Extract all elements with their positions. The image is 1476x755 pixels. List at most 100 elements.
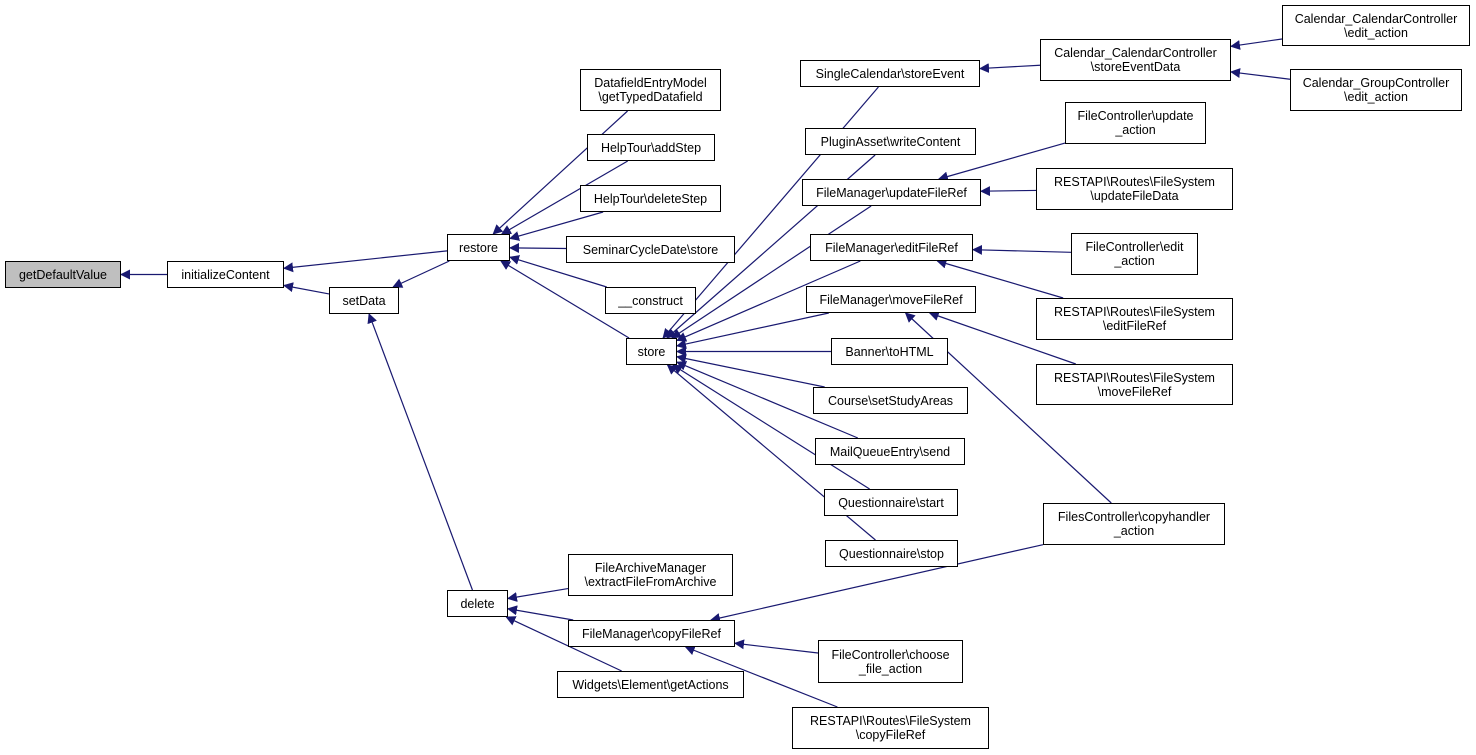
node-questionnaire-start[interactable]: Questionnaire\start [824,489,958,516]
node-construct[interactable]: __construct [605,287,696,314]
edge-fmUpdate-to-store [671,205,872,339]
node-label-line: _action [1114,254,1155,268]
edge-filesCopy-to-fmCopy [710,544,1044,623]
node-datafieldentrymodel-gettypeddatafield[interactable]: DatafieldEntryModel\getTypedDatafield [580,69,721,111]
node-questionnaire-stop[interactable]: Questionnaire\stop [825,540,958,567]
node-helptour-addstep[interactable]: HelpTour\addStep [587,134,715,161]
edge-setData-to-initializeContent [283,282,330,295]
node-mailqueueentry-send[interactable]: MailQueueEntry\send [815,438,965,465]
node-label-line: \extractFileFromArchive [584,575,717,589]
edge-widgetsActions-to-delete [505,616,622,672]
node-label-line: HelpTour\addStep [600,140,702,155]
node-label-line: FileController\update [1077,109,1194,123]
node-store[interactable]: store [626,338,677,365]
edge-fmMove-to-store [676,312,829,349]
node-setdata[interactable]: setData [329,287,399,314]
node-widgets-element-getactions[interactable]: Widgets\Element\getActions [557,671,744,698]
node-label-line: \edit_action [1344,90,1408,104]
node-label-line: SeminarCycleDate\store [582,242,719,257]
node-restapi-filesystem-updatefiledata[interactable]: RESTAPI\Routes\FileSystem\updateFileData [1036,168,1233,210]
node-label-line: Questionnaire\start [838,495,944,510]
node-label-line: PluginAsset\writeContent [820,134,961,149]
node-label-line: getDefaultValue [18,267,108,282]
node-filescontroller-copyhandler-action[interactable]: FilesController\copyhandler_action [1043,503,1225,545]
node-label-line: \updateFileData [1090,189,1179,203]
edge-fmEdit-to-store [676,260,861,342]
node-filemanager-movefileref[interactable]: FileManager\moveFileRef [806,286,976,313]
node-label-line: FileController\choose [831,647,950,662]
node-calendar-calendarcontroller-edit-action[interactable]: Calendar_CalendarController\edit_action [1282,5,1470,46]
edge-delete-to-setData [367,313,474,591]
node-label-line: FileManager\moveFileRef [819,292,963,307]
edge-fileArchive-to-delete [507,587,569,602]
node-seminarcycledate-store[interactable]: SeminarCycleDate\store [566,236,735,263]
node-label-line: FileManager\updateFileRef [816,185,967,200]
node-calendar-calendarcontroller-storeeventdata[interactable]: Calendar_CalendarController\storeEventDa… [1040,39,1231,81]
node-label-line: initializeContent [181,267,270,282]
node-filearchivemanager-extractfilefromarchive[interactable]: FileArchiveManager\extractFileFromArchiv… [568,554,733,596]
node-label-line: FileArchiveManager [594,561,707,575]
node-label-line: RESTAPI\Routes\FileSystem [810,714,971,728]
node-filecontroller-edit-action[interactable]: FileController\edit_action [1071,233,1198,275]
edge-calEdit-to-calStoreEventData [1230,38,1283,50]
node-calendar-groupcontroller-edit-action[interactable]: Calendar_GroupController\edit_action [1290,69,1462,111]
node-delete[interactable]: delete [447,590,508,617]
edge-restore-to-setData [392,260,450,288]
node-filecontroller-update-action[interactable]: FileController\update_action [1065,102,1206,144]
node-restapi-filesystem-copyfileref[interactable]: RESTAPI\Routes\FileSystem\copyFileRef [792,707,989,749]
node-filemanager-copyfileref[interactable]: FileManager\copyFileRef [568,620,735,647]
node-restore[interactable]: restore [447,234,510,261]
node-filemanager-editfileref[interactable]: FileManager\editFileRef [810,234,973,261]
node-label-line: DatafieldEntryModel [594,76,707,90]
edge-store-to-restore [500,260,630,339]
node-label-line: FileManager\copyFileRef [582,626,721,641]
node-label-line: _file_action [858,661,923,676]
node-initializecontent[interactable]: initializeContent [167,261,284,288]
node-course-setstudyareas[interactable]: Course\setStudyAreas [813,387,968,414]
node-label-line: setData [342,293,386,308]
edge-construct-to-restore [509,255,607,288]
node-label-line: RESTAPI\Routes\FileSystem [1054,175,1215,189]
node-helptour-deletestep[interactable]: HelpTour\deleteStep [580,185,721,212]
node-filecontroller-choose-file-action[interactable]: FileController\choose_file_action [818,640,963,683]
edge-mailSend-to-store [676,361,859,439]
node-label-line: \editFileRef [1102,319,1167,333]
edge-datafieldEntry-to-restore [492,110,628,235]
edge-courseStudy-to-store [676,353,825,388]
node-label-line: SingleCalendar\storeEvent [815,66,965,81]
edge-restMove-to-fmMove [928,311,1076,365]
node-label-line: restore [459,240,498,255]
node-label-line: Widgets\Element\getActions [572,677,729,692]
edge-restUpdate-to-fmUpdate [980,186,1037,197]
node-getdefaultvalue: getDefaultValue [5,261,121,288]
node-filemanager-updatefileref[interactable]: FileManager\updateFileRef [802,179,981,206]
node-label-line: store [637,344,666,359]
node-label-line: \copyFileRef [855,728,926,742]
edge-fcEdit-to-fmEdit [972,244,1072,255]
edge-groupEdit-to-calStoreEventData [1230,68,1291,80]
node-label-line: RESTAPI\Routes\FileSystem [1054,305,1215,319]
edge-seminarStore-to-restore [509,242,567,253]
edge-restCopy-to-fmCopy [684,645,838,708]
edge-deleteStep-to-restore [509,211,604,241]
edge-qStart-to-store [672,364,870,490]
edge-restore-to-initializeContent [283,250,448,273]
node-label-line: _action [1113,524,1155,538]
node-pluginasset-writecontent[interactable]: PluginAsset\writeContent [805,128,976,155]
node-label-line: Calendar_CalendarController [1054,46,1217,60]
node-label-line: Calendar_CalendarController [1294,11,1458,26]
node-label-line: FilesController\copyhandler [1057,510,1211,524]
node-label-line: \storeEventData [1090,60,1181,74]
node-banner-tohtml[interactable]: Banner\toHTML [831,338,948,365]
node-label-line: FileController\edit [1085,240,1184,254]
node-restapi-filesystem-editfileref[interactable]: RESTAPI\Routes\FileSystem\editFileRef [1036,298,1233,340]
node-label-line: HelpTour\deleteStep [593,191,708,206]
node-label-line: __construct [618,293,683,308]
node-singlecalendar-storeevent[interactable]: SingleCalendar\storeEvent [800,60,980,87]
edge-fcChoose-to-fmCopy [734,639,819,654]
node-restapi-filesystem-movefileref[interactable]: RESTAPI\Routes\FileSystem\moveFileRef [1036,364,1233,405]
node-label-line: \getTypedDatafield [598,90,703,104]
edge-restEdit-to-fmEdit [936,258,1064,299]
